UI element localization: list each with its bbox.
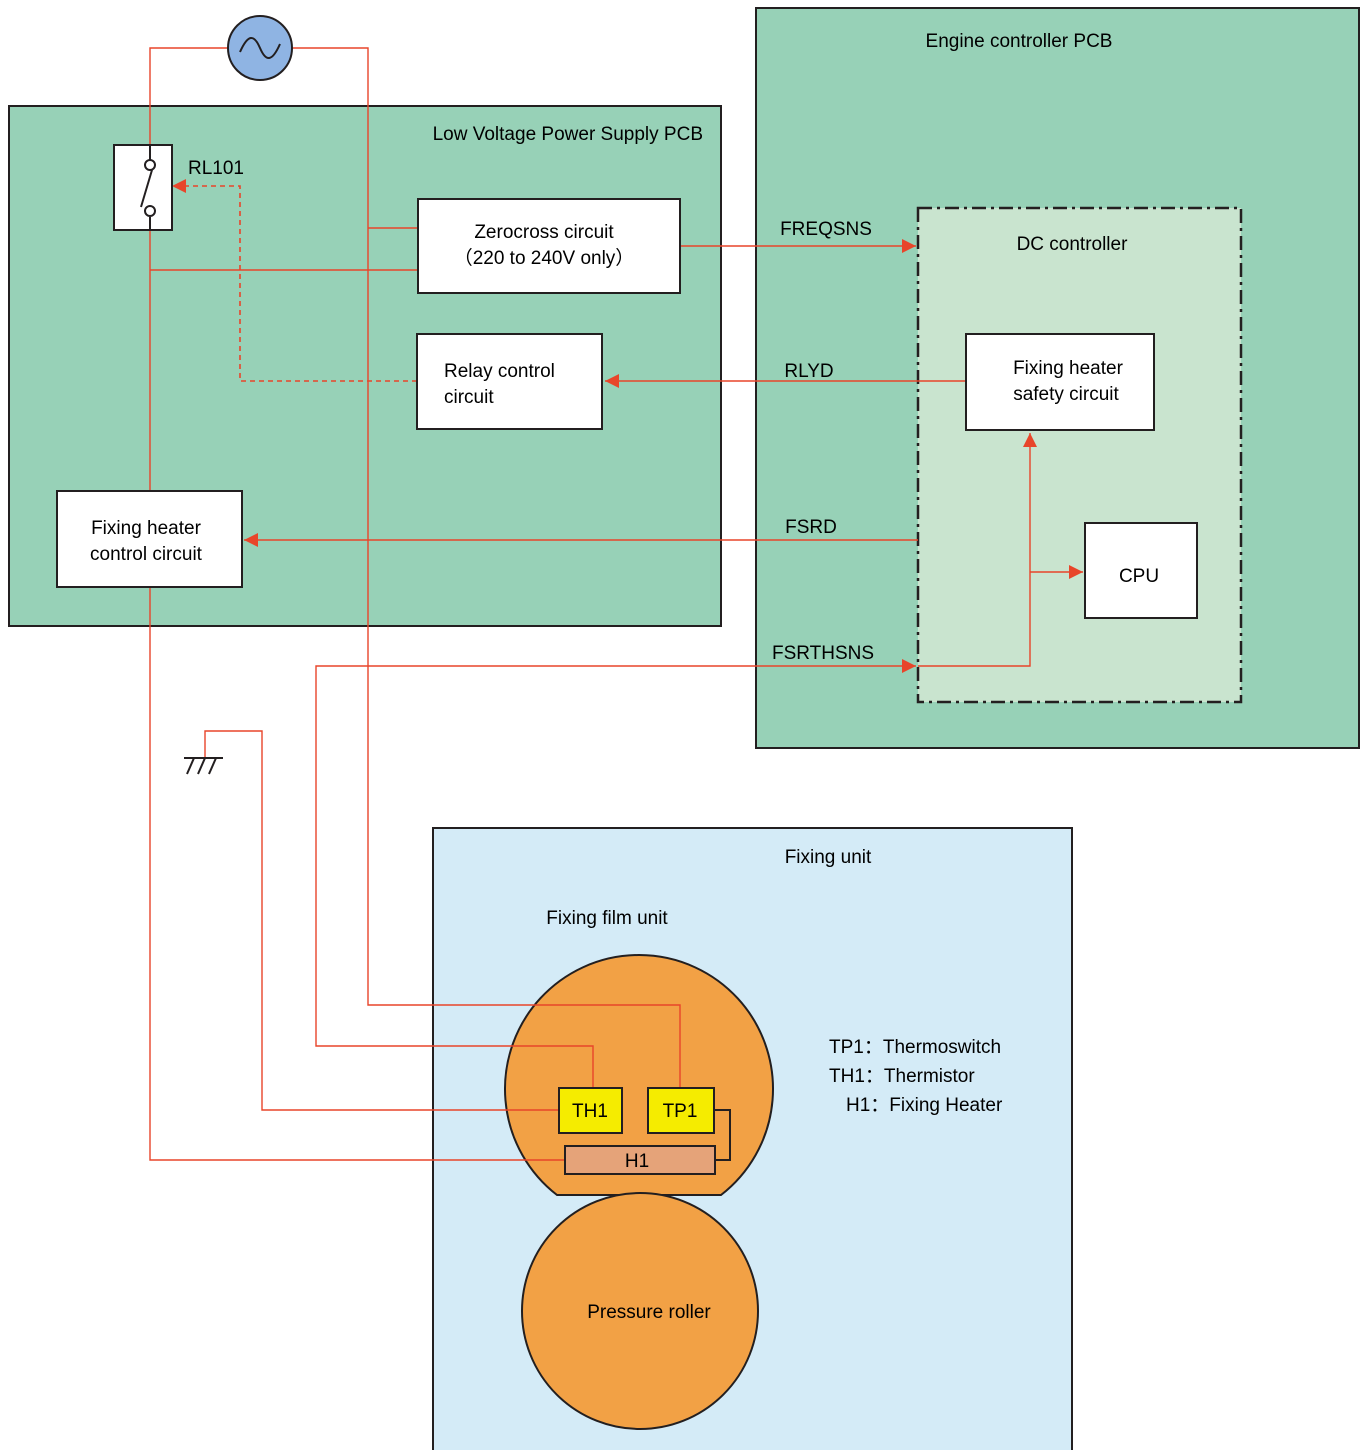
ac-source-icon (227, 15, 293, 81)
zerocross-label-line2: （220 to 240V only） (454, 247, 635, 269)
safety-label-line1: Fixing heater (1013, 358, 1124, 379)
heater-control-label-line1: Fixing heater (91, 518, 202, 539)
tp1-thermoswitch (647, 1087, 715, 1134)
rlyd-label: RLYD (784, 361, 833, 382)
safety-label-line2: safety circuit (1013, 384, 1119, 405)
pressure-roller (521, 1192, 759, 1430)
fixing-film-unit-label: Fixing film unit (546, 908, 668, 929)
ac-line-left (149, 47, 228, 492)
relay-label: RL101 (188, 158, 244, 179)
engine-controller-label: Engine controller PCB (926, 31, 1113, 52)
th1-thermistor (558, 1087, 623, 1134)
dc-controller (916, 206, 1243, 704)
relay-rl101 (113, 144, 173, 231)
h1-fixing-heater (564, 1145, 716, 1175)
relay-switch-icon (140, 145, 156, 230)
dc-controller-label: DC controller (1017, 234, 1129, 255)
cpu-label: CPU (1119, 566, 1159, 587)
pressure-roller-label: Pressure roller (587, 1302, 711, 1323)
freqsns-label: FREQSNS (780, 219, 872, 240)
low-voltage-label: Low Voltage Power Supply PCB (433, 124, 703, 145)
legend-tp1: TP1：Thermoswitch (829, 1037, 1001, 1058)
fixing-unit-label: Fixing unit (785, 847, 872, 868)
relay-control-label-line1: Relay control (444, 361, 555, 382)
ground-icon (184, 757, 223, 775)
legend-h1: H1：Fixing Heater (846, 1095, 1003, 1116)
ac-line-right (292, 47, 681, 1088)
h1-label: H1 (625, 1151, 649, 1172)
fsrthsns-label: FSRTHSNS (772, 643, 874, 664)
fixing-heater-safety-circuit (965, 333, 1155, 431)
tp1-to-h1-wire (714, 1109, 731, 1161)
heater-control-label-line2: control circuit (90, 544, 203, 565)
legend-th1: TH1：Thermistor (829, 1066, 975, 1087)
th1-label: TH1 (572, 1101, 608, 1122)
relay-control-circuit (416, 333, 603, 430)
zerocross-circuit (417, 198, 681, 294)
relay-control-dashed-wire (172, 179, 417, 382)
fsrthsns-wire (315, 659, 916, 1088)
cpu-box (1084, 522, 1198, 619)
fsrthsns-internal-wire (918, 433, 1037, 667)
fixing-film-roller (504, 954, 774, 1196)
ground-to-th1-wire (204, 730, 558, 1111)
zerocross-label-line1: Zerocross circuit (474, 222, 614, 243)
relay-control-label-line2: circuit (444, 387, 494, 408)
heater-control-to-h1-wire (149, 588, 565, 1161)
tp1-label: TP1 (663, 1101, 698, 1122)
fsrd-label: FSRD (785, 517, 837, 538)
fixing-heater-control-circuit (56, 490, 243, 588)
